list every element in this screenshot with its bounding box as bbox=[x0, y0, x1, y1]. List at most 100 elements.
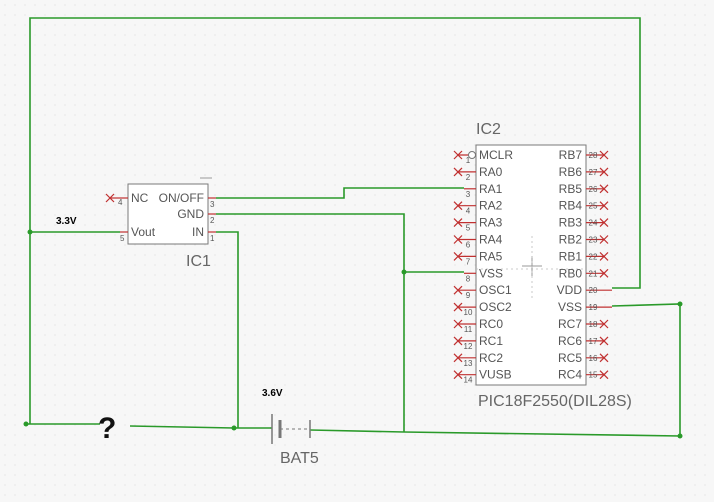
ic2-pin-label-ra4: RA4 bbox=[479, 233, 503, 247]
ic2-pin-number: 10 bbox=[464, 308, 473, 317]
ic2-pin-label-ra3: RA3 bbox=[479, 216, 503, 230]
ic2-pin-number: 15 bbox=[589, 371, 598, 380]
no-connect-icon bbox=[453, 167, 463, 177]
ic2-pin-label-vss: VSS bbox=[558, 300, 582, 314]
ic1-pin-nc: NC bbox=[131, 191, 149, 205]
ic2-pin-number: 6 bbox=[466, 241, 471, 250]
ic2-pin-label-rb6: RB6 bbox=[559, 165, 583, 179]
ic2-pin-number: 13 bbox=[464, 359, 473, 368]
ic1-pin-vout: Vout bbox=[131, 225, 156, 239]
mclr-inversion-icon bbox=[468, 151, 476, 159]
junctions bbox=[23, 229, 683, 439]
no-connect-icon bbox=[453, 201, 463, 211]
ic2-pin-label-vusb: VUSB bbox=[479, 368, 512, 382]
ic2-pin-number: 11 bbox=[464, 325, 473, 334]
no-connect-icon bbox=[453, 150, 463, 160]
ic2-pin-number: 9 bbox=[466, 291, 471, 300]
no-connect-icon bbox=[599, 235, 609, 244]
svg-text:5: 5 bbox=[120, 234, 125, 243]
svg-text:3: 3 bbox=[210, 200, 215, 209]
no-connect-icon bbox=[599, 336, 609, 346]
unknown-part-question-mark[interactable]: ? bbox=[98, 412, 116, 445]
junction-in bbox=[231, 425, 237, 431]
no-connect-icon bbox=[453, 235, 463, 244]
ic2-pin-label-rc6: RC6 bbox=[558, 334, 582, 348]
no-connect-icon bbox=[453, 353, 463, 363]
ic2-pin-number: 26 bbox=[589, 185, 598, 194]
ic2-pin-label-rb5: RB5 bbox=[559, 182, 583, 196]
no-connect-icon bbox=[599, 218, 609, 228]
ic2-pin-number: 16 bbox=[589, 354, 598, 363]
ic2-pin-label-ra0: RA0 bbox=[479, 165, 503, 179]
ic2-pin-label-vdd: VDD bbox=[557, 283, 583, 297]
ic2-pin-number: 18 bbox=[589, 320, 598, 329]
ic2-pin-label-vss: VSS bbox=[479, 266, 503, 280]
ic2-pin-label-osc2: OSC2 bbox=[479, 300, 512, 314]
no-connect-icon bbox=[599, 167, 609, 177]
ic1-pin-in: IN bbox=[192, 225, 204, 239]
svg-text:4: 4 bbox=[118, 198, 123, 207]
wire-vdd-top-loop[interactable] bbox=[29, 17, 641, 289]
wires bbox=[24, 17, 681, 437]
ic2-pin-label-rb0: RB0 bbox=[559, 266, 583, 280]
ic2-pin-number: 4 bbox=[466, 207, 471, 216]
no-connect-icon bbox=[453, 336, 463, 346]
ic2-pin-number: 24 bbox=[589, 219, 598, 228]
wire-bottom-mid[interactable] bbox=[129, 425, 235, 429]
no-connect-icon bbox=[453, 285, 463, 295]
ic2-package: PIC18F2550(DIL28S) bbox=[478, 393, 632, 410]
ic2-pin-label-mclr: MCLR bbox=[479, 148, 513, 162]
ic2-pin-number: 8 bbox=[466, 274, 471, 283]
ic2-pin-number: 5 bbox=[466, 224, 471, 233]
ic2-pin-number: 3 bbox=[466, 190, 471, 199]
ic2-pin-label-rc7: RC7 bbox=[558, 317, 582, 331]
ic1-pin-gnd: GND bbox=[177, 207, 204, 221]
ic2-pin-label-rb3: RB3 bbox=[559, 216, 583, 230]
ic2-pin-number: 1 bbox=[466, 156, 471, 165]
wire-gnd[interactable] bbox=[216, 213, 405, 432]
ic2-pin-number: 14 bbox=[464, 376, 473, 385]
svg-text:1: 1 bbox=[210, 234, 215, 243]
ic2-pin-label-rc2: RC2 bbox=[479, 351, 503, 365]
ic2-pin-label-ra5: RA5 bbox=[479, 249, 503, 263]
ic2-pin-number: 20 bbox=[589, 286, 598, 295]
ic2-pin-number: 28 bbox=[589, 151, 598, 160]
ic2-name: IC2 bbox=[476, 121, 501, 138]
no-connect-icon bbox=[599, 319, 609, 329]
no-connect-icon bbox=[599, 184, 609, 194]
wire-vss19[interactable] bbox=[611, 303, 681, 436]
no-connect-icon bbox=[599, 251, 609, 261]
ic2-pin-label-ra1: RA1 bbox=[479, 182, 503, 196]
ic2-pin-number: 12 bbox=[464, 342, 473, 351]
junction-vout bbox=[27, 229, 33, 235]
wire-onoff[interactable] bbox=[216, 187, 464, 199]
junction-right-bottom bbox=[677, 433, 683, 439]
ic2-pin-label-rc0: RC0 bbox=[479, 317, 503, 331]
ic2-right-pins: 28RB727RB626RB525RB424RB323RB222RB121RB0… bbox=[557, 148, 612, 382]
ic2-pin-number: 7 bbox=[466, 257, 471, 266]
ic2-pin-label-rb2: RB2 bbox=[559, 233, 583, 247]
ic2-pin-label-osc1: OSC1 bbox=[479, 283, 512, 297]
ic2-pin-number: 23 bbox=[589, 236, 598, 245]
no-connect-icon bbox=[453, 302, 463, 312]
no-connect-icon bbox=[453, 251, 463, 261]
ic1-regulator[interactable]: 4 NC 5 Vout ON/OFF 3 GND 2 IN 1 IC1 bbox=[105, 177, 216, 270]
battery-bat5[interactable]: BAT5 bbox=[270, 414, 319, 467]
ic2-pin-label-rb4: RB4 bbox=[559, 199, 583, 213]
ic2-pin-label-rc4: RC4 bbox=[558, 368, 582, 382]
ic2-pin-label-rb7: RB7 bbox=[559, 148, 583, 162]
ic2-pin-number: 25 bbox=[589, 202, 598, 211]
ic2-body bbox=[475, 144, 587, 386]
ic2-pin-number: 27 bbox=[589, 168, 598, 177]
no-connect-icon bbox=[599, 268, 609, 278]
wire-bat-neg[interactable] bbox=[309, 429, 681, 437]
wire-in[interactable] bbox=[216, 231, 270, 429]
ic2-pin-label-rb1: RB1 bbox=[559, 249, 583, 263]
ic1-body bbox=[127, 183, 209, 245]
junction-vss19 bbox=[677, 301, 683, 307]
no-connect-icon bbox=[453, 218, 463, 228]
ic2-pin-number: 22 bbox=[589, 252, 598, 261]
